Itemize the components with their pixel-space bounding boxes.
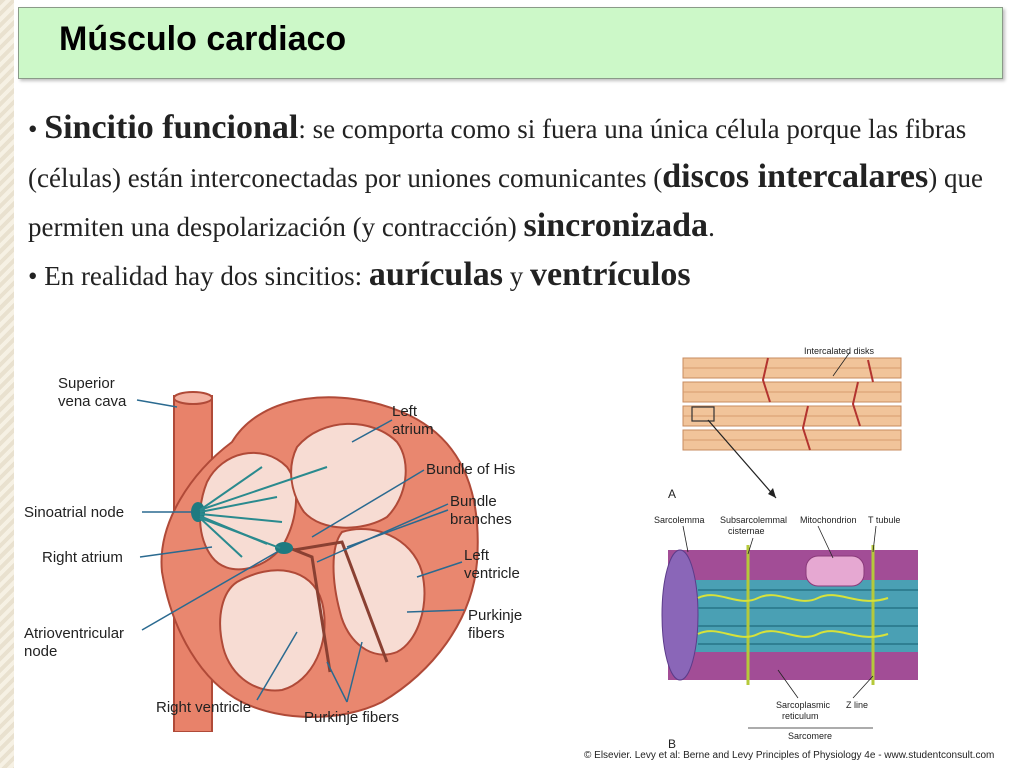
term-ventriculos: ventrículos [530,256,691,293]
label-sarcoplasmic-1: Sarcoplasmic [776,700,831,710]
fiber-strands [682,357,902,451]
label-bundle-branches-1: Bundle [450,493,497,510]
right-ventricle-chamber [219,569,326,692]
label-sinoatrial-node: Sinoatrial node [24,504,124,521]
slide-title: Músculo cardiaco [59,20,347,58]
label-panel-a: A [668,487,676,501]
slide-body: • Sincitio funcional: se comporta como s… [28,104,988,300]
vena-cava-opening [173,391,213,405]
pointer-intercalated [832,351,851,377]
zoom-arrow [707,419,777,499]
left-ventricle-chamber [332,527,426,656]
label-right-ventricle: Right ventricle [156,699,251,716]
label-z-line: Z line [846,700,868,710]
bullet-1-text-1: : se comporta como si fuera una única cé… [28,114,967,193]
label-sarcolemma: Sarcolemma [654,515,705,525]
label-right-atrium: Right atrium [42,549,123,566]
label-bundle-of-his: Bundle of His [426,461,515,478]
muscle-pointers [682,525,877,729]
term-auriculas: aurículas [368,256,504,293]
title-bar: Músculo cardiaco [18,7,1003,79]
cardiac-muscle-diagram: Intercalated disks A Sarcolemma Subsarco… [628,340,928,751]
label-av-node-2: node [24,643,57,660]
label-superior-1: Superior [58,375,115,392]
fiber-block [661,545,918,685]
bullet-1: • Sincitio funcional: se comporta como s… [28,104,988,251]
figure-credit: © Elsevier. Levy et al: Berne and Levy P… [584,750,995,761]
label-left-atrium-2: atrium [392,421,434,438]
label-purkinje-bottom: Purkinje fibers [304,709,399,726]
label-panel-b: B [668,737,676,750]
muscle-svg: Intercalated disks A Sarcolemma Subsarco… [654,346,918,751]
label-sarcoplasmic-2: reticulum [782,711,819,721]
heart-svg: Superior vena cava Left atrium Bundle of… [24,375,522,733]
bundle-branch-left [293,540,389,663]
zoom-arrow-head [768,488,776,498]
bullet-1-text-2: ) que permiten una despolarización (y co… [28,163,983,242]
term-discos: discos intercalares [662,158,929,195]
av-node-mark [275,542,293,554]
label-left-ventricle-2: ventricle [464,565,520,582]
label-subsarcolemmal-2: cisternae [728,526,765,536]
label-bundle-branches-2: branches [450,511,512,528]
term-sincitio: Sincitio funcional [44,109,299,146]
label-subsarcolemmal-1: Subsarcolemmal [720,515,787,525]
label-left-atrium-1: Left [392,403,418,420]
label-purkinje-2: fibers [468,625,505,642]
label-left-ventricle-1: Left [464,547,490,564]
bullet-1-marker: • [28,114,45,144]
label-av-node-1: Atrioventricular [24,625,124,642]
label-superior-2: vena cava [58,393,127,410]
label-pointers [136,399,465,703]
bullet-2-text-1: • En realidad hay dos sincitios: [28,261,369,291]
bullet-2: • En realidad hay dos sincitios: aurícul… [28,251,988,300]
conduction-arrows [199,466,328,558]
bullet-1-text-3: . [708,212,715,242]
term-sincronizada: sincronizada [523,207,709,244]
label-t-tubule: T tubule [868,515,900,525]
label-mitochondrion: Mitochondrion [800,515,857,525]
label-sarcomere: Sarcomere [788,731,832,741]
label-purkinje-1: Purkinje [468,607,522,624]
decorative-left-stripe [0,0,14,768]
heart-conduction-diagram: Superior vena cava Left atrium Bundle of… [12,372,540,733]
left-atrium-chamber [290,422,407,529]
bullet-2-text-2: y [503,261,531,291]
label-intercalated-disks: Intercalated disks [804,346,875,356]
